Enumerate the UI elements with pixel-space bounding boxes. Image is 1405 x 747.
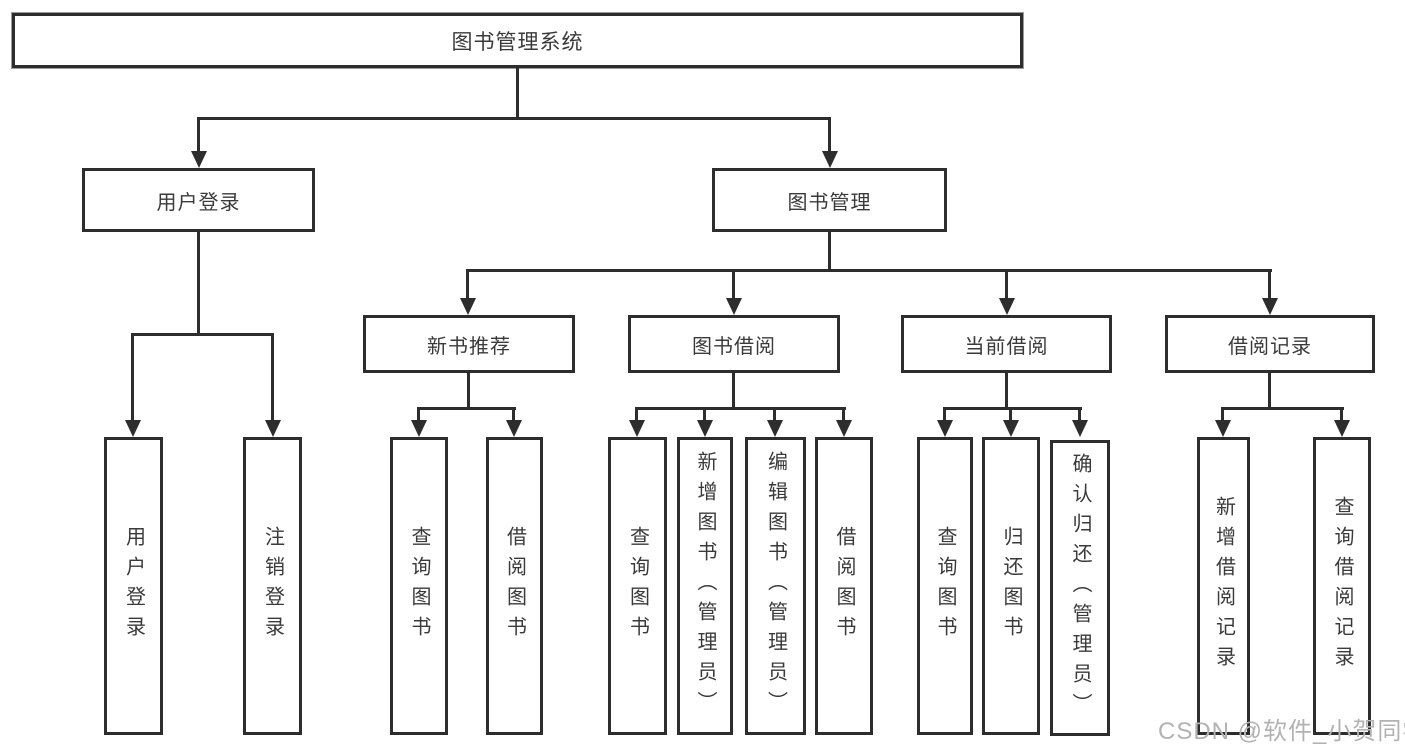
connector-root-stem	[516, 68, 519, 120]
arrowhead-recommend-query	[411, 420, 427, 437]
leaf-borrow-borrow-books: 借阅图书	[815, 437, 873, 735]
connector-current-stem	[1005, 373, 1008, 410]
leaf-borrow-edit-books-admin: 编辑图书（管理员）	[745, 437, 806, 735]
connector-records-stem	[1268, 373, 1271, 410]
node-user-login: 用户登录	[82, 168, 315, 232]
arrowhead-user-login	[191, 151, 207, 168]
leaf-user-login: 用户登录	[104, 437, 163, 735]
connector-drop-book-management	[828, 117, 831, 153]
connector-drop-current-confirm	[1078, 407, 1081, 422]
connector-user-login-stem	[197, 232, 200, 336]
connector-drop-borrow-borrow	[842, 407, 845, 422]
leaf-current-return-books: 归还图书	[982, 437, 1040, 735]
connector-drop-borrow-query	[635, 407, 638, 422]
leaf-current-query-books: 查询图书	[917, 437, 973, 735]
arrowhead-current-confirm	[1072, 420, 1088, 437]
node-current-borrowing: 当前借阅	[901, 315, 1112, 373]
connector-drop-recommend-query	[417, 407, 420, 422]
connector-drop-leaf-logout	[271, 333, 274, 422]
connector-level3-rail	[466, 269, 1272, 272]
connector-user-login-rail	[131, 333, 274, 336]
connector-recommend-rail	[417, 407, 516, 410]
node-book-borrowing: 图书借阅	[628, 315, 840, 373]
node-book-management: 图书管理	[712, 168, 947, 232]
connector-drop-borrow-edit	[773, 407, 776, 422]
node-new-book-recommend: 新书推荐	[363, 315, 575, 373]
leaf-recommend-borrow-books: 借阅图书	[486, 437, 543, 735]
leaf-logout-login: 注销登录	[243, 437, 302, 735]
arrowhead-book-borrowing	[726, 298, 742, 315]
connector-drop-current-return	[1009, 407, 1012, 422]
connector-drop-records-query	[1340, 407, 1343, 422]
arrowhead-leaf-logout	[265, 420, 281, 437]
arrowhead-borrow-edit	[767, 420, 783, 437]
leaf-records-add-record: 新增借阅记录	[1197, 437, 1250, 735]
connector-drop-current-query	[943, 407, 946, 422]
connector-drop-leaf-user-login	[131, 333, 134, 422]
connector-drop-book-borrowing	[732, 269, 735, 300]
connector-drop-new-book-recommend	[466, 269, 469, 300]
arrowhead-records-query	[1334, 420, 1350, 437]
csdn-watermark: CSDN @软件_小贺同学	[1158, 718, 1405, 745]
leaf-borrow-query-books: 查询图书	[608, 437, 667, 735]
connector-level2-rail	[197, 117, 831, 120]
connector-drop-recommend-borrow	[512, 407, 515, 422]
node-borrowing-records: 借阅记录	[1165, 315, 1375, 373]
connector-drop-borrow-add	[703, 407, 706, 422]
connector-recommend-stem	[467, 373, 470, 410]
leaf-records-query-record: 查询借阅记录	[1313, 437, 1371, 735]
connector-current-rail	[943, 407, 1082, 410]
connector-records-rail	[1221, 407, 1344, 410]
arrowhead-records-add	[1215, 420, 1231, 437]
arrowhead-borrow-borrow	[836, 420, 852, 437]
arrowhead-book-management	[822, 151, 838, 168]
connector-borrowing-rail	[635, 407, 846, 410]
connector-book-management-stem	[828, 232, 831, 272]
connector-drop-records-add	[1221, 407, 1224, 422]
leaf-current-confirm-return-admin: 确认归还（管理员）	[1050, 440, 1110, 736]
arrowhead-current-borrowing	[999, 298, 1015, 315]
connector-borrowing-stem	[732, 373, 735, 410]
connector-drop-user-login	[197, 117, 200, 153]
connector-drop-current-borrowing	[1005, 269, 1008, 300]
arrowhead-new-book-recommend	[460, 298, 476, 315]
connector-drop-borrowing-records	[1268, 269, 1271, 300]
leaf-borrow-add-books-admin: 新增图书（管理员）	[677, 437, 733, 735]
arrowhead-borrow-add	[697, 420, 713, 437]
arrowhead-current-return	[1003, 420, 1019, 437]
arrowhead-leaf-user-login	[125, 420, 141, 437]
arrowhead-current-query	[937, 420, 953, 437]
arrowhead-borrowing-records	[1262, 298, 1278, 315]
node-library-management-system: 图书管理系统	[12, 13, 1023, 68]
leaf-recommend-query-books: 查询图书	[390, 437, 448, 735]
arrowhead-recommend-borrow	[506, 420, 522, 437]
arrowhead-borrow-query	[629, 420, 645, 437]
